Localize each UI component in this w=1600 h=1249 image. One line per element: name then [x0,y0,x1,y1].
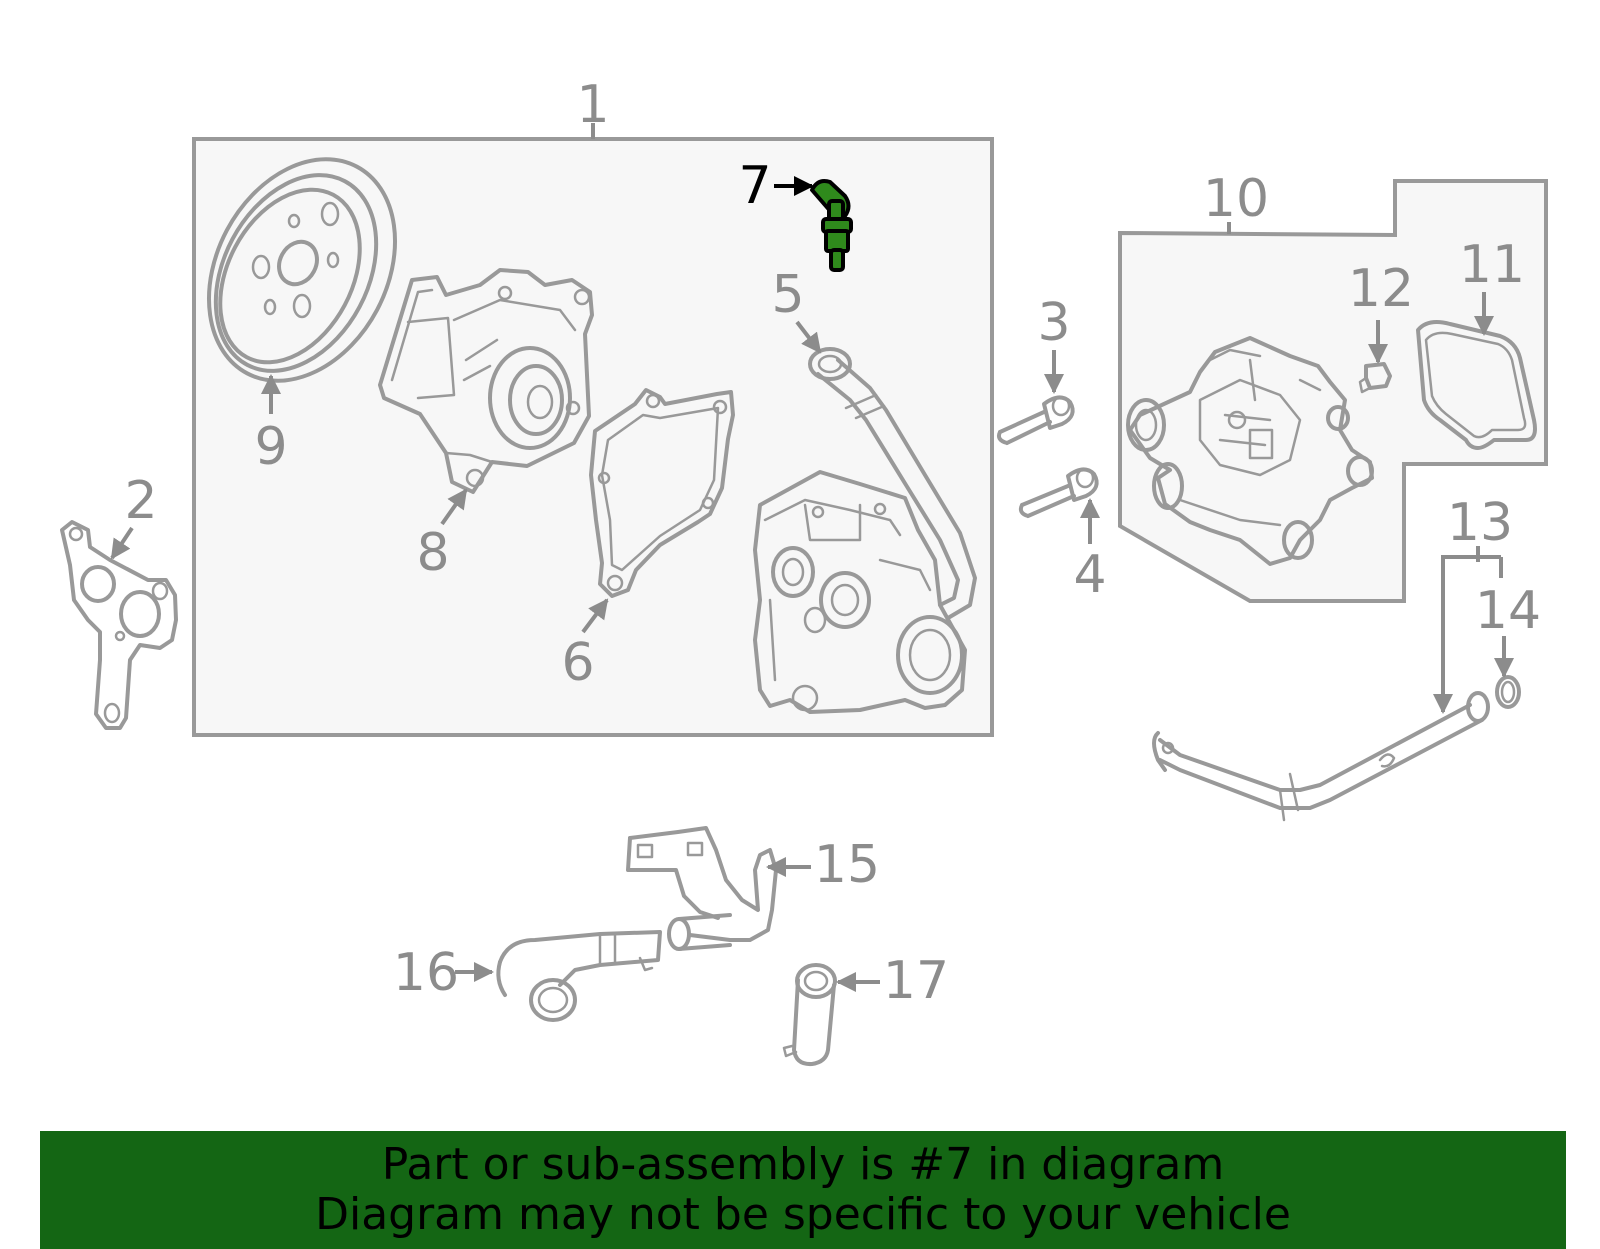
banner-line-1: Part or sub-assembly is #7 in diagram [381,1139,1225,1190]
callout-3: 3 [1037,293,1070,353]
pulley-part-9[interactable] [172,127,432,413]
callout-15: 15 [814,835,880,895]
pipe-part-15[interactable] [626,826,778,951]
callout-14: 14 [1475,581,1541,641]
assembly-box-10 [1118,179,1548,603]
callout-16: 16 [393,943,459,1003]
hose-part-16[interactable] [496,930,662,1022]
coolant-pipe-part-13[interactable] [1152,691,1490,822]
thermostat-housing-part-10[interactable] [1126,336,1374,566]
callout-11: 11 [1459,235,1525,295]
leader-lines [110,176,1514,992]
callout-12: 12 [1348,259,1414,319]
callout-8: 8 [416,523,449,583]
callout-17: 17 [883,951,949,1011]
water-pump-part-8[interactable] [378,268,594,494]
plug-part-12[interactable] [1358,362,1392,394]
gasket-part-6[interactable] [589,388,735,598]
info-banner: Part or sub-assembly is #7 in diagram Di… [40,1131,1566,1249]
bolt-part-3[interactable] [996,395,1075,445]
callout-5: 5 [771,265,804,325]
bracket-part-2[interactable] [60,520,178,730]
callout-13: 13 [1447,493,1513,553]
callout-labels: 1 2 3 4 5 6 7 8 9 10 11 12 13 14 15 16 1… [124,75,1541,1011]
callout-10: 10 [1203,169,1269,229]
fitting-part-17[interactable] [782,963,837,1067]
pump-housing[interactable] [753,470,967,714]
banner-line-2: Diagram may not be specific to your vehi… [315,1189,1291,1240]
callout-6: 6 [561,633,594,693]
callout-2: 2 [124,471,157,531]
callout-1: 1 [576,75,609,135]
sensor-part-7-highlighted[interactable] [810,179,853,272]
callout-7-highlighted: 7 [738,156,771,216]
callout-4: 4 [1073,545,1106,605]
bolt-part-4[interactable] [1018,467,1099,518]
callout-9: 9 [254,417,287,477]
coolant-pipe-part-5[interactable] [808,347,977,620]
o-ring-part-14[interactable] [1495,675,1521,709]
